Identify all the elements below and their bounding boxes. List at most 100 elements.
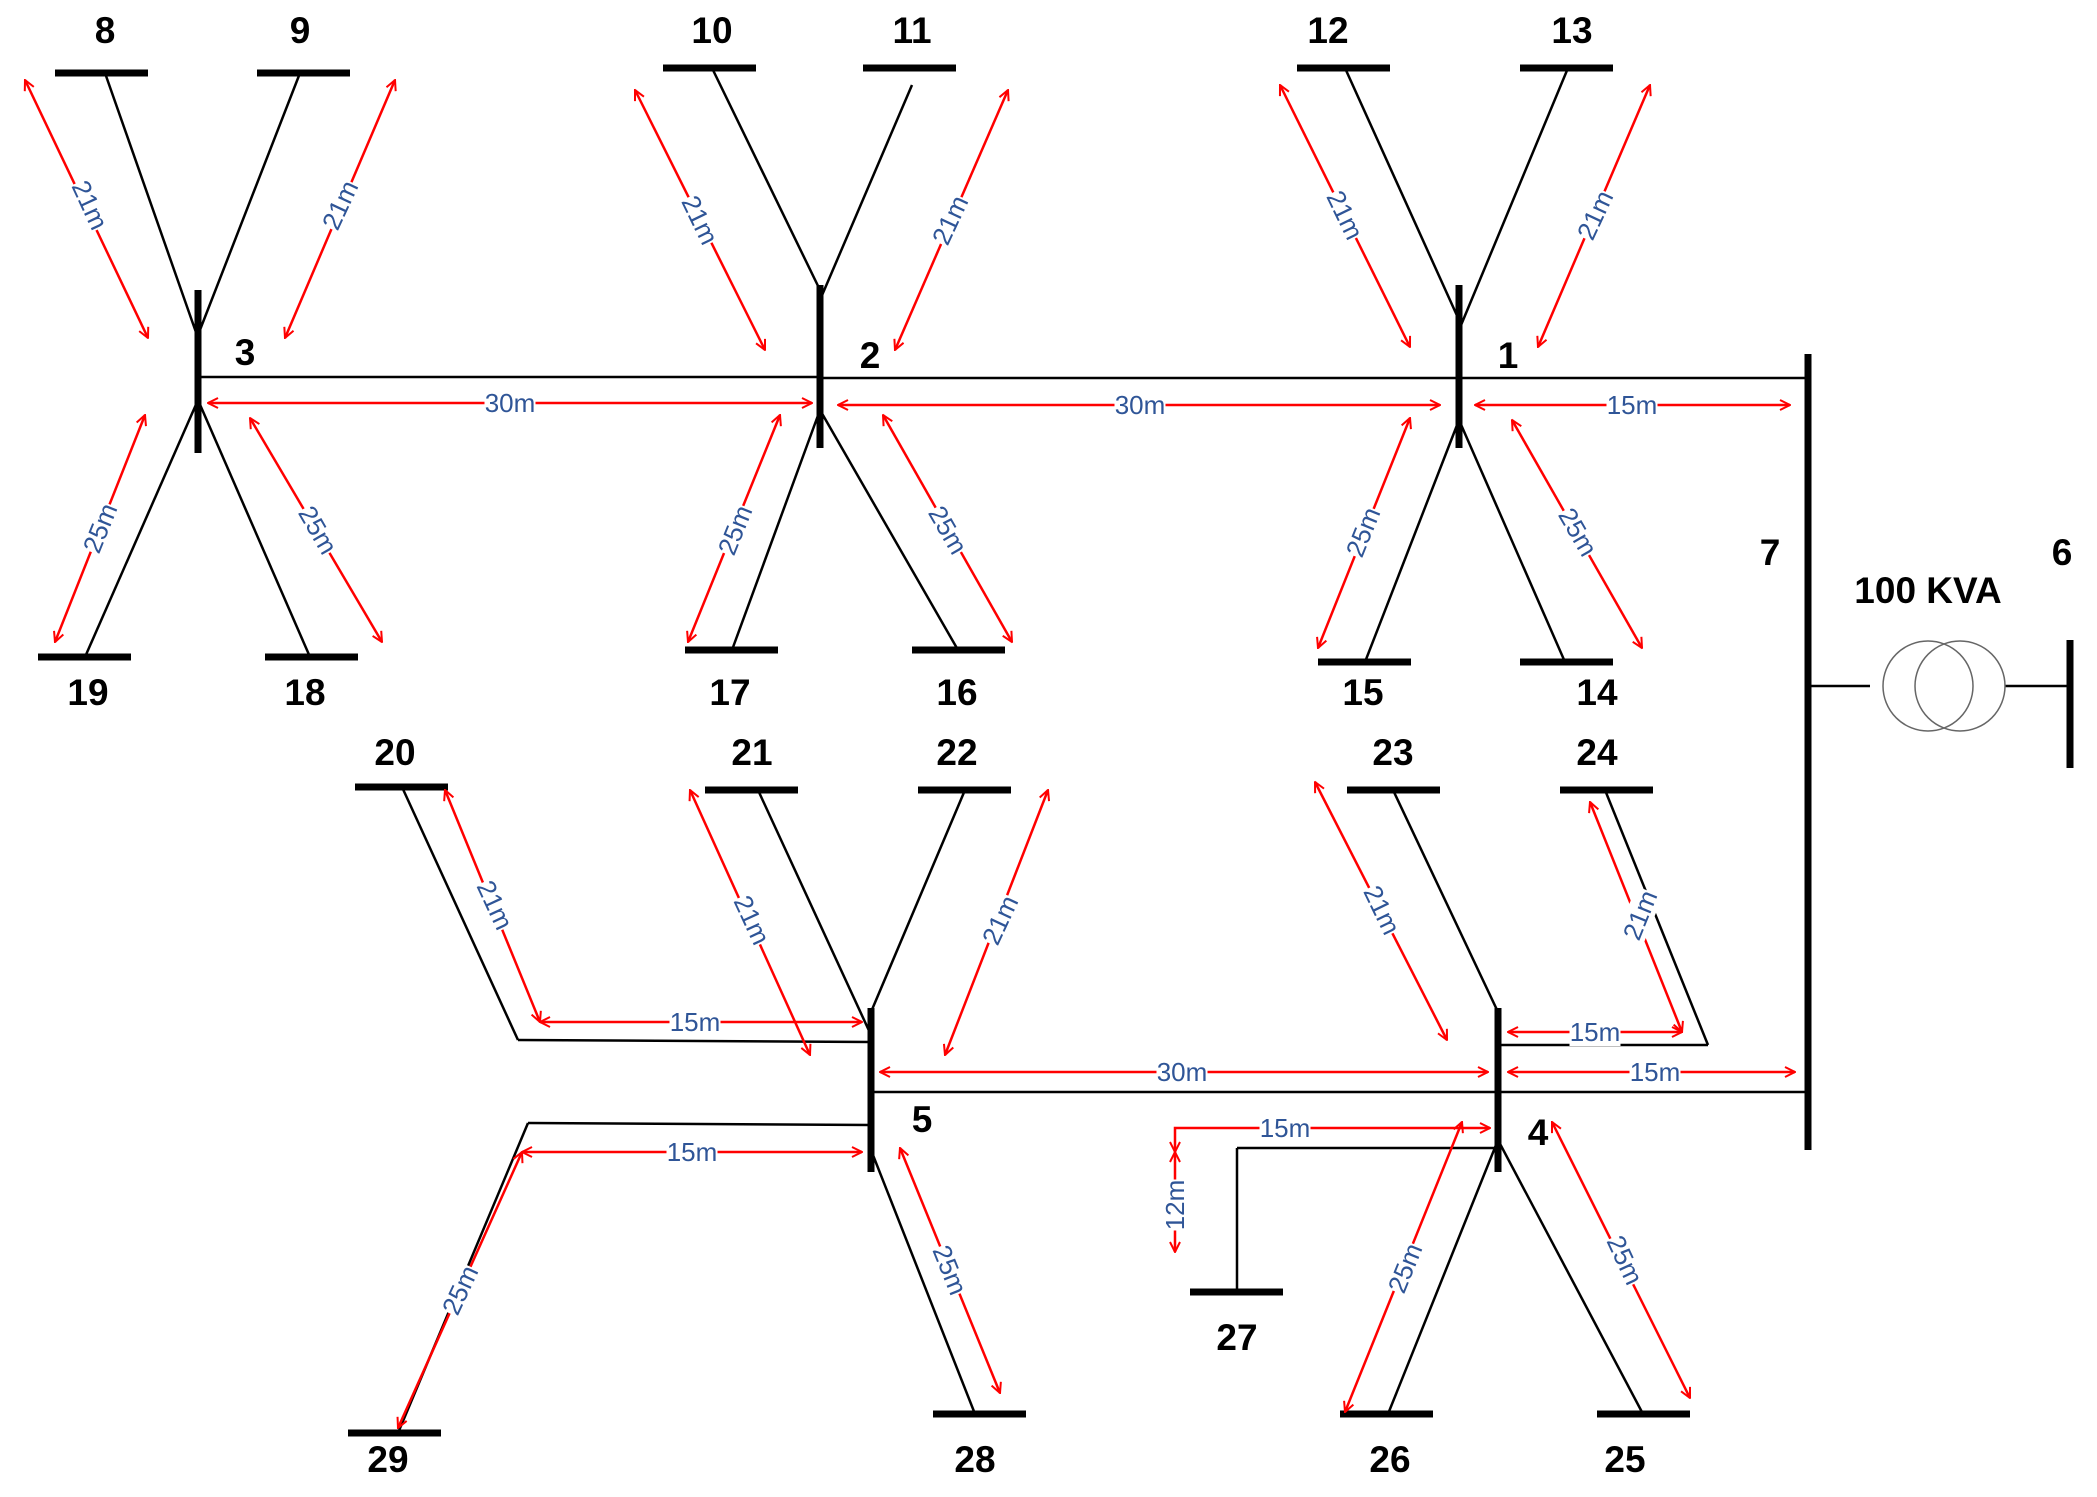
node-label-1: 1 bbox=[1498, 335, 1519, 376]
node-label-11: 11 bbox=[892, 10, 931, 51]
distance-label: 30m bbox=[1115, 390, 1166, 420]
distance-label: 15m bbox=[1630, 1057, 1681, 1087]
distance-2-1: 30m bbox=[838, 390, 1440, 420]
distance-label: 25m bbox=[1601, 1231, 1650, 1290]
distance-label: 15m bbox=[670, 1007, 721, 1037]
distance-label: 25m bbox=[436, 1261, 485, 1320]
distance-5-28: 25m bbox=[900, 1148, 1000, 1393]
distance-label-background bbox=[926, 190, 974, 250]
bus-bars bbox=[38, 64, 2074, 1437]
distance-2-10: 21m bbox=[633, 90, 767, 350]
node-label-4: 4 bbox=[1528, 1112, 1549, 1153]
transformer-rating-label: 100 KVA bbox=[1854, 570, 2001, 611]
distance-4-27-b: 12m bbox=[1160, 1152, 1190, 1252]
distance-label: 15m bbox=[1570, 1017, 1621, 1047]
line-3-9 bbox=[196, 72, 302, 336]
distance-1-14: 25m bbox=[1512, 420, 1642, 648]
node-label-20: 20 bbox=[374, 732, 415, 773]
line-1-12 bbox=[1343, 67, 1461, 321]
distance-label-background bbox=[976, 890, 1024, 950]
distance-label-background bbox=[728, 890, 776, 950]
distance-label: 21m bbox=[471, 876, 520, 935]
distance-label-background bbox=[666, 1138, 718, 1166]
line-4-24b bbox=[1603, 789, 1710, 1046]
distance-4-7: 15m bbox=[1508, 1057, 1795, 1087]
distance-2-16: 25m bbox=[883, 415, 1012, 642]
node-label-28: 28 bbox=[954, 1439, 995, 1480]
distance-label-background bbox=[1606, 391, 1658, 419]
line-5-22 bbox=[869, 789, 967, 1013]
distance-label: 30m bbox=[1157, 1057, 1208, 1087]
line-2-11 bbox=[818, 84, 914, 301]
distance-label-background bbox=[66, 175, 114, 235]
distance-annotations: 21m 21m 25m 25m 30m 21m 21m 25m 25m 30m 21m 21m 25m 2… bbox=[25, 80, 1795, 1428]
node-label-13: 13 bbox=[1551, 10, 1592, 51]
distance-label: 25m bbox=[922, 501, 973, 560]
distance-label-background bbox=[1114, 391, 1166, 419]
node-label-14: 14 bbox=[1576, 672, 1618, 713]
distance-5-4: 30m bbox=[880, 1057, 1488, 1087]
distance-label: 25m bbox=[1552, 503, 1603, 562]
distance-label: 15m bbox=[667, 1137, 718, 1167]
distance-label: 15m bbox=[1607, 390, 1658, 420]
distance-4-24-a: 21m bbox=[1590, 802, 1682, 1032]
distance-label-background bbox=[1340, 503, 1386, 561]
distance-1-15: 25m bbox=[1318, 418, 1410, 648]
line-2-10 bbox=[710, 67, 822, 291]
distance-label-background bbox=[676, 190, 724, 250]
distance-label-background bbox=[484, 389, 536, 417]
transformer-icon bbox=[1882, 640, 2006, 732]
distance-label-background bbox=[1259, 1114, 1311, 1142]
line-1-15 bbox=[1363, 419, 1461, 663]
node-label-3: 3 bbox=[235, 332, 256, 373]
distance-4-25: 25m bbox=[1550, 1122, 1692, 1398]
distance-label: 25m bbox=[927, 1241, 974, 1299]
distance-1-13: 21m bbox=[1538, 85, 1650, 347]
line-4-23 bbox=[1391, 789, 1500, 1013]
distance-4-23: 21m bbox=[1313, 782, 1449, 1040]
distance-label-background bbox=[1321, 185, 1369, 245]
line-5-20 bbox=[517, 1038, 872, 1044]
distance-label: 21m bbox=[316, 176, 365, 235]
distance-label: 25m bbox=[712, 501, 759, 559]
node-label-8: 8 bbox=[95, 10, 116, 51]
distance-label-background bbox=[1382, 1239, 1428, 1297]
node-label-23: 23 bbox=[1372, 732, 1413, 773]
distance-label-background bbox=[712, 501, 758, 559]
line-5-29 bbox=[527, 1121, 872, 1127]
node-label-15: 15 bbox=[1342, 672, 1383, 713]
distance-label: 21m bbox=[1357, 881, 1406, 940]
line-3-18 bbox=[196, 399, 312, 658]
distance-label-background bbox=[77, 499, 123, 557]
distance-label-background bbox=[1553, 502, 1603, 562]
distance-3-9: 21m bbox=[285, 80, 395, 338]
node-label-9: 9 bbox=[290, 10, 311, 51]
node-label-27: 27 bbox=[1216, 1317, 1257, 1358]
distance-4-24-b: 15m bbox=[1508, 1017, 1682, 1047]
node-label-26: 26 bbox=[1369, 1439, 1410, 1480]
distance-label-background bbox=[1617, 886, 1663, 944]
distance-label-background bbox=[1601, 1230, 1649, 1290]
distance-1-12: 21m bbox=[1278, 85, 1412, 347]
node-label-24: 24 bbox=[1576, 732, 1618, 773]
node-label-17: 17 bbox=[709, 672, 750, 713]
distance-label: 21m bbox=[926, 191, 975, 250]
distance-label: 21m bbox=[675, 191, 724, 250]
distance-label-background bbox=[471, 875, 519, 935]
distance-label-background bbox=[436, 1260, 484, 1320]
distance-label: 25m bbox=[292, 501, 343, 560]
distance-label-background bbox=[1569, 1018, 1621, 1046]
node-label-19: 19 bbox=[67, 672, 108, 713]
node-label-25: 25 bbox=[1604, 1439, 1645, 1480]
distance-label: 25m bbox=[1382, 1239, 1429, 1297]
distance-label: 25m bbox=[1340, 503, 1387, 561]
distance-label: 21m bbox=[1571, 186, 1620, 245]
distance-4-27-a: 15m bbox=[1175, 1113, 1490, 1152]
distance-1-7: 15m bbox=[1475, 390, 1790, 420]
distance-label: 21m bbox=[728, 891, 777, 950]
distance-label-background bbox=[1358, 880, 1406, 940]
distance-label-background bbox=[1571, 185, 1619, 245]
distance-3-8: 21m bbox=[25, 80, 148, 338]
